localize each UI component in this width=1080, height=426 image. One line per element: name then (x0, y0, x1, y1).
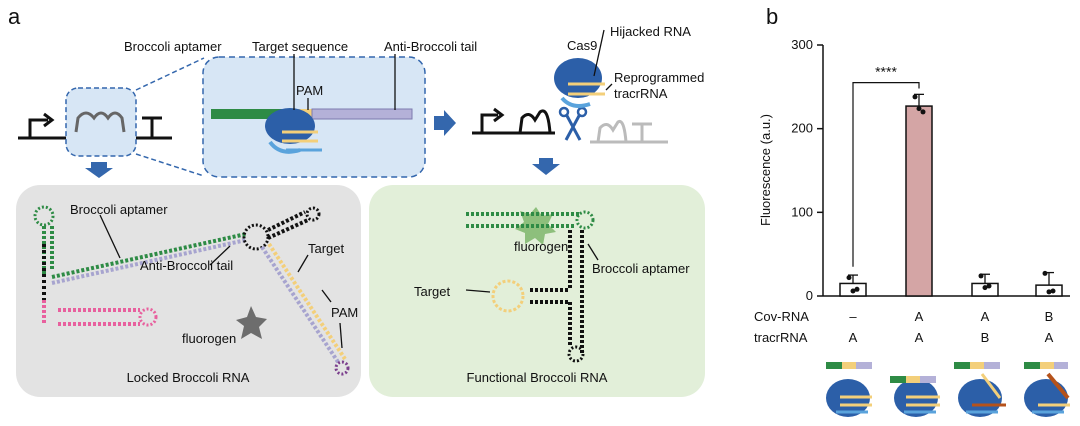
condition-value: A (981, 309, 990, 324)
y-tick-label: 100 (791, 204, 813, 219)
data-point (982, 285, 988, 291)
functional-fluorogen-label: fluorogen (514, 239, 568, 254)
locked-fluorogen-label: fluorogen (182, 331, 236, 346)
cas9-icon (554, 58, 602, 98)
condition-value: – (849, 309, 857, 324)
condition-value: A (915, 309, 924, 324)
functional-aptamer-structure (466, 207, 595, 363)
panel-label-a: a (8, 4, 21, 29)
condition-value: A (849, 330, 858, 345)
locked-pam-label: PAM (331, 305, 358, 320)
data-point (1050, 288, 1056, 294)
zoom-box (202, 54, 426, 178)
cas9-complex (554, 29, 613, 108)
bracket-line (852, 82, 920, 267)
y-tick-label: 0 (806, 288, 813, 303)
data-point (1046, 289, 1052, 295)
down-arrow-right-icon (532, 158, 560, 175)
locked-broccoli-aptamer-label: Broccoli aptamer (70, 202, 168, 217)
locked-aptamer-structure (33, 205, 350, 376)
promoter-arrow-icon (28, 118, 48, 138)
row-label: Cov-RNA (754, 309, 809, 324)
significance-label: **** (875, 64, 897, 80)
terminator-icon (142, 116, 162, 138)
functional-broccoli-aptamer-label: Broccoli aptamer (592, 261, 690, 276)
down-arrow-left-icon (85, 162, 113, 178)
y-tick-label: 200 (791, 121, 813, 136)
scissors-icon (564, 113, 582, 141)
condition-icon-4 (1024, 362, 1070, 417)
data-point (986, 283, 992, 289)
data-point (978, 273, 984, 279)
left-gene-cassette (18, 87, 172, 157)
significance-bracket: **** (852, 64, 920, 267)
condition-icon-3 (954, 362, 1006, 417)
data-point (916, 106, 922, 112)
data-point (854, 286, 860, 292)
reprogrammed-label: Reprogrammed (614, 70, 704, 85)
functional-fluorogen-icon (515, 207, 556, 245)
condition-icon-2 (890, 376, 940, 417)
functional-caption: Functional Broccoli RNA (467, 370, 608, 385)
condition-value: B (1045, 309, 1054, 324)
condition-value: B (981, 330, 990, 345)
data-point (920, 109, 926, 115)
functional-target-label: Target (414, 284, 451, 299)
cas9-protein-icon (265, 108, 315, 144)
locked-anti-broccoli-tail-label: Anti-Broccoli tail (140, 258, 233, 273)
bar (905, 105, 933, 297)
data-point (846, 275, 852, 281)
reprogrammed-tracrrna-label: tracrRNA (614, 86, 668, 101)
data-point (850, 288, 856, 294)
condition-icon-1 (826, 362, 872, 417)
hijacked-transcript-icon (518, 109, 552, 134)
locked-broccoli-panel (16, 185, 361, 397)
condition-value: A (1045, 330, 1054, 345)
fluorescence-chart: Fluorescence (a.u.) 0 100 200 300 **** Cov-… (754, 37, 1070, 345)
top-broccoli-aptamer-label: Broccoli aptamer (124, 39, 222, 54)
hijacked-rna-label: Hijacked RNA (610, 24, 691, 39)
locked-caption: Locked Broccoli RNA (127, 370, 250, 385)
aptamer-segment (211, 109, 285, 119)
row-label: tracrRNA (754, 330, 808, 345)
right-promoter-arrow-icon (480, 113, 498, 133)
y-axis-label: Fluorescence (a.u.) (758, 114, 773, 226)
right-gene-cassette (472, 106, 668, 144)
bars (839, 93, 1063, 297)
locked-fluorogen-icon (236, 306, 267, 339)
data-point (1042, 270, 1048, 276)
condition-value: A (915, 330, 924, 345)
y-ticks: 0 100 200 300 (791, 37, 823, 303)
anti-broccoli-tail-label: Anti-Broccoli tail (384, 39, 477, 54)
anti-broccoli-segment (311, 108, 413, 120)
panel-label-b: b (766, 4, 778, 29)
process-arrow-icon (434, 110, 456, 136)
top-pam-label: PAM (296, 83, 323, 98)
cas9-label: Cas9 (567, 38, 597, 53)
locked-target-label: Target (308, 241, 345, 256)
target-sequence-label: Target sequence (252, 39, 348, 54)
condition-icons (826, 362, 1070, 417)
data-point (912, 94, 918, 100)
zoom-source-box (65, 87, 137, 157)
y-tick-label: 300 (791, 37, 813, 52)
gene-insert-icon (74, 111, 126, 133)
